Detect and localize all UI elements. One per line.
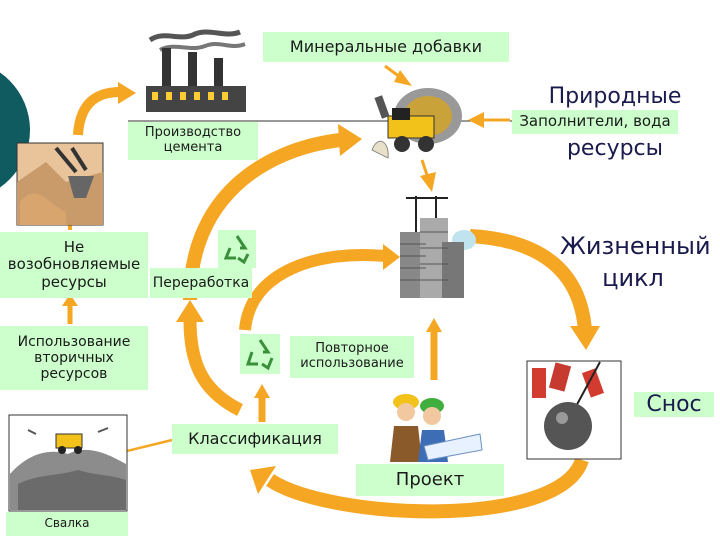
arrowhead-up-project	[426, 318, 442, 332]
arrowhead-secondary-up	[62, 294, 78, 306]
recycling-label: Переработка	[150, 268, 252, 298]
factory-icon	[146, 29, 246, 112]
arrowhead-to-cement	[338, 124, 362, 156]
secondary-resources-label: Использование вторичных ресурсов	[0, 326, 148, 390]
arrow-life-to-demolition	[469, 229, 592, 331]
arrowhead-fillers	[468, 112, 484, 128]
arrowhead-up-classification	[254, 384, 270, 398]
buildings-icon	[400, 196, 476, 298]
arrow-nonrenewable-to-factory	[73, 87, 121, 136]
arrowhead-minerals	[394, 70, 412, 86]
bulldozer-icon	[371, 88, 462, 159]
natural-resources-title-line1: Природные	[548, 84, 682, 109]
cement-production-label: Производство цемента	[128, 122, 258, 160]
natural-resources-title-line2: ресурсы	[566, 136, 664, 161]
landfill-icon	[8, 414, 128, 512]
demolition-title: Снос	[634, 392, 714, 417]
arrowhead-to-landfill	[250, 466, 276, 494]
reuse-label: Повторное использование	[290, 336, 414, 378]
arrowhead-life-to-demolition	[570, 326, 600, 350]
arrowhead-inner-reuse	[383, 244, 400, 270]
arrow-demolition-to-landfill	[266, 457, 589, 519]
landfill-label: Свалка	[6, 512, 128, 536]
arrow-recycle-to-cement	[183, 133, 341, 301]
arrow-inner-reuse	[239, 249, 386, 331]
classification-label: Классификация	[172, 424, 338, 454]
excavator-icon	[16, 142, 104, 226]
engineers-icon	[390, 394, 483, 462]
wrecking-ball-icon	[526, 360, 622, 460]
life-cycle-title-line1: Жизненный	[560, 232, 711, 260]
arrowhead-to-factory	[118, 82, 136, 104]
recycle-icon	[218, 230, 256, 268]
mineral-additives-label: Минеральные добавки	[263, 32, 509, 62]
nonrenewable-resources-label: Не возобновляемые ресурсы	[0, 232, 148, 298]
project-label: Проект	[356, 464, 504, 496]
life-cycle-title-line2: цикл	[602, 264, 664, 292]
arrow-classification-to-recycle	[183, 319, 244, 416]
arrowhead-buildings	[420, 172, 436, 192]
fillers-water-label: Заполнители, вода	[512, 110, 678, 134]
recycle-icon	[240, 334, 280, 374]
arrowhead-up-recycle	[176, 300, 204, 322]
